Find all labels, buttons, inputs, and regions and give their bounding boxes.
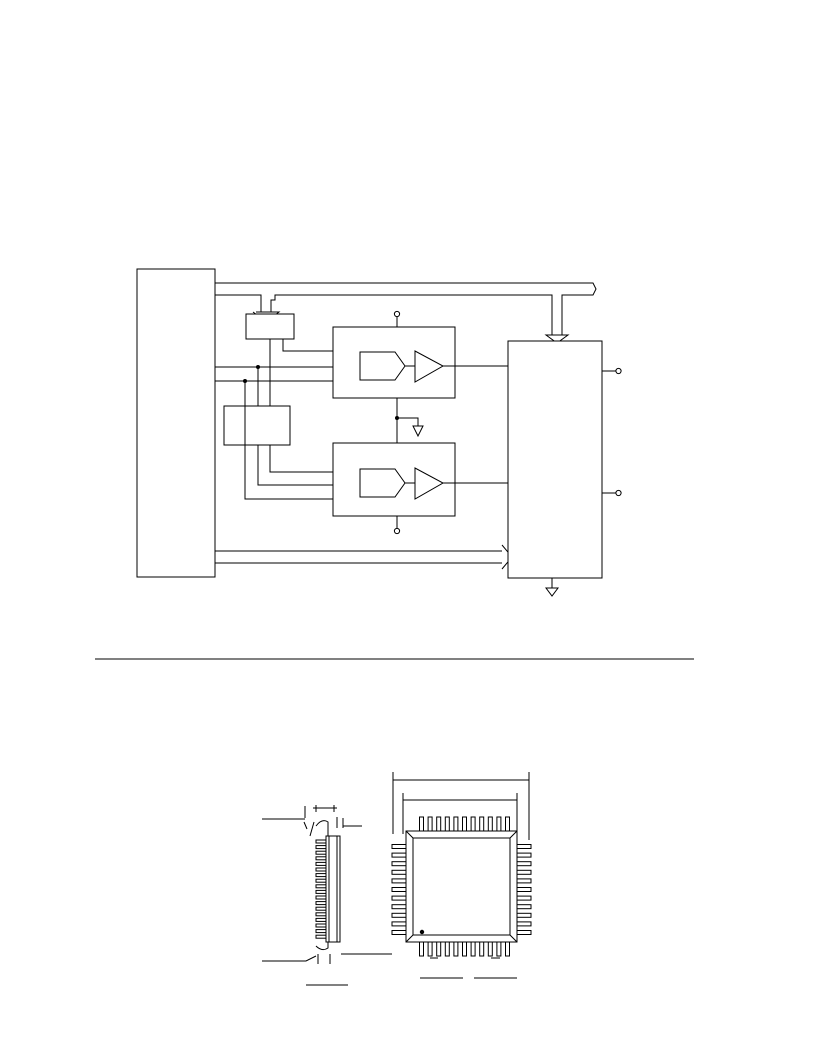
output-pin-2 <box>615 489 622 497</box>
right-lead <box>516 904 532 910</box>
right-lead <box>516 852 532 858</box>
bottom-bus <box>215 544 513 570</box>
side-lead <box>315 861 327 866</box>
pin1-marker-icon <box>419 929 425 935</box>
converter-channel-a <box>332 310 508 399</box>
ground-icon <box>545 587 559 597</box>
left-lead <box>391 844 407 849</box>
side-lead <box>315 867 327 872</box>
bottom-lead <box>444 941 450 957</box>
right-output-block <box>507 340 603 579</box>
right-lead <box>516 912 532 918</box>
side-view-leads <box>315 839 327 939</box>
right-lead <box>516 869 532 875</box>
top-lead <box>444 816 450 832</box>
ground-icon <box>412 425 424 438</box>
top-lead <box>487 816 493 832</box>
top-lead <box>479 816 485 832</box>
bottom-lead <box>479 941 485 957</box>
bottom-lead <box>505 941 510 957</box>
top-lead <box>453 816 459 832</box>
top-lead <box>419 816 424 832</box>
bottom-lead <box>453 941 459 957</box>
top-lead <box>505 816 510 832</box>
top-lead <box>427 816 433 832</box>
side-lead <box>315 917 327 922</box>
bottom-lead <box>436 941 442 957</box>
signal-wiring <box>215 339 333 500</box>
package-drawing <box>262 772 532 986</box>
left-bus-block <box>136 268 216 578</box>
bottom-lead <box>470 941 476 957</box>
side-lead <box>315 895 327 900</box>
side-lead <box>315 912 327 917</box>
bottom-lead <box>419 941 424 957</box>
right-lead <box>516 878 532 884</box>
side-lead <box>315 906 327 911</box>
right-lead <box>516 930 532 935</box>
left-lead <box>391 852 407 858</box>
right-lead <box>516 921 532 927</box>
left-lead <box>391 878 407 884</box>
package-body <box>405 830 518 943</box>
output-pins <box>602 367 622 497</box>
side-lead <box>315 856 327 861</box>
package-side-view <box>262 805 392 986</box>
bottom-lead <box>427 941 433 957</box>
right-lead <box>516 887 532 892</box>
bottom-lead <box>487 941 493 957</box>
left-lead <box>391 861 407 867</box>
top-lead <box>470 816 476 832</box>
left-lead <box>391 921 407 927</box>
side-lead <box>315 923 327 928</box>
output-pin-1 <box>615 367 622 375</box>
side-lead <box>315 929 327 934</box>
left-lead <box>391 912 407 918</box>
right-lead <box>516 844 532 849</box>
side-view-body <box>325 835 341 943</box>
side-lead <box>315 873 327 878</box>
side-lead <box>315 839 327 844</box>
side-lead <box>315 878 327 883</box>
right-block-ground <box>545 578 559 597</box>
control-block-top <box>245 313 295 340</box>
left-lead <box>391 869 407 875</box>
side-lead <box>315 850 327 855</box>
left-lead <box>391 895 407 901</box>
dac-symbol-b <box>359 468 406 498</box>
side-lead <box>315 889 327 894</box>
right-lead <box>516 861 532 867</box>
side-lead <box>315 884 327 889</box>
left-lead <box>391 930 407 935</box>
bottom-lead <box>462 941 467 957</box>
top-lead <box>496 816 502 832</box>
right-lead <box>516 895 532 901</box>
left-lead <box>391 887 407 892</box>
block-diagram <box>136 268 622 597</box>
top-lead <box>462 816 467 832</box>
dac-symbol-a <box>359 351 406 381</box>
control-block-mid <box>223 405 291 446</box>
side-lead <box>315 845 327 850</box>
converter-channel-b <box>332 442 508 535</box>
side-lead <box>315 901 327 906</box>
left-lead <box>391 904 407 910</box>
side-lead <box>315 934 327 939</box>
top-lead <box>436 816 442 832</box>
ground-node <box>395 398 424 443</box>
bottom-lead <box>496 941 502 957</box>
package-top-view <box>391 772 532 979</box>
